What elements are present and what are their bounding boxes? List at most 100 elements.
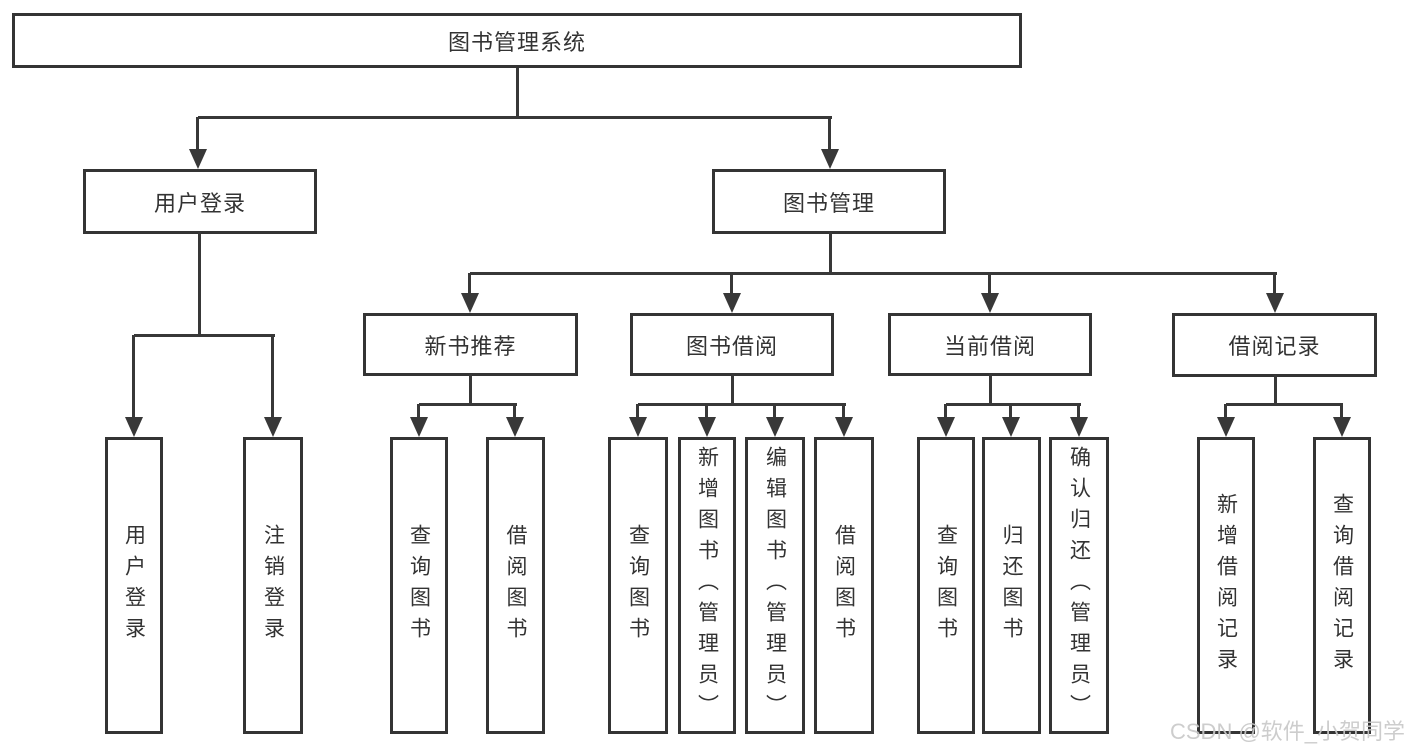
connector-line <box>636 404 639 423</box>
node-leaf-add-books-admin: 新增图书（管理员） <box>678 437 736 734</box>
connector-line <box>828 117 831 155</box>
arrowhead-down-icon <box>1002 417 1020 437</box>
connector-arrow <box>766 404 784 437</box>
arrowhead-down-icon <box>766 417 784 437</box>
arrowhead-down-icon <box>506 417 524 437</box>
connector-line <box>1226 403 1343 406</box>
node-label: 借阅记录 <box>1228 334 1321 359</box>
connector-line <box>468 273 471 299</box>
node-leaf-borrow-books-newbook: 借阅图书 <box>486 437 545 734</box>
node-label: 新增借阅记录 <box>1214 492 1238 679</box>
node-label: 用户登录 <box>153 190 246 216</box>
arrowhead-down-icon <box>629 417 647 437</box>
connector-line <box>944 404 947 423</box>
connector-line <box>1273 273 1276 299</box>
csdn-watermark: CSDN @软件_小贺同学 <box>1170 719 1405 744</box>
connector-line <box>988 273 991 299</box>
node-label: 查询借阅记录 <box>1330 492 1354 679</box>
arrowhead-down-icon <box>1266 293 1284 313</box>
node-book-borrowing: 图书借阅 <box>630 313 834 376</box>
connector-line <box>516 68 519 118</box>
arrowhead-down-icon <box>937 417 955 437</box>
connector-line <box>829 232 832 275</box>
connector-line <box>946 403 1081 406</box>
connector-arrow <box>264 335 282 437</box>
arrowhead-down-icon <box>1070 417 1088 437</box>
arrowhead-down-icon <box>981 293 999 313</box>
arrowhead-down-icon <box>723 293 741 313</box>
connector-line <box>198 232 201 336</box>
connector-line <box>513 404 516 423</box>
connector-arrow <box>189 117 207 169</box>
node-label: 新增图书（管理员） <box>695 446 719 725</box>
arrowhead-down-icon <box>189 149 207 169</box>
arrowhead-down-icon <box>835 417 853 437</box>
connector-arrow <box>698 404 716 437</box>
node-library-management-system: 图书管理系统 <box>12 13 1022 68</box>
arrowhead-down-icon <box>125 417 143 437</box>
node-label: 查询图书 <box>626 523 650 648</box>
node-label: 确认归还（管理员） <box>1067 446 1091 725</box>
connector-arrow <box>1070 404 1088 437</box>
node-label: 图书管理 <box>782 190 875 216</box>
connector-line <box>638 403 846 406</box>
arrowhead-down-icon <box>821 149 839 169</box>
connector-line <box>1077 404 1080 423</box>
node-label: 注销登录 <box>261 523 285 648</box>
node-label: 当前借阅 <box>943 333 1036 359</box>
node-label: 用户登录 <box>122 523 146 648</box>
connector-line <box>417 404 420 423</box>
arrowhead-down-icon <box>264 417 282 437</box>
connector-line <box>1224 404 1227 423</box>
connector-arrow <box>461 273 479 313</box>
connector-line <box>1009 404 1012 423</box>
node-leaf-query-books-newbook: 查询图书 <box>390 437 448 734</box>
connector-line <box>1274 375 1277 406</box>
connector-line <box>705 404 708 423</box>
connector-line <box>989 374 992 406</box>
connector-line <box>132 335 135 423</box>
node-label: 图书管理系统 <box>447 29 586 55</box>
node-leaf-logout: 注销登录 <box>243 437 303 734</box>
connector-arrow <box>629 404 647 437</box>
connector-line <box>196 117 199 155</box>
node-current-borrowing: 当前借阅 <box>888 313 1092 376</box>
connector-line <box>419 403 517 406</box>
connector-line <box>731 374 734 406</box>
node-new-book-recommend: 新书推荐 <box>363 313 578 376</box>
node-leaf-edit-books-admin: 编辑图书（管理员） <box>745 437 805 734</box>
connector-line <box>271 335 274 423</box>
connector-line <box>470 272 1277 275</box>
connector-arrow <box>835 404 853 437</box>
arrowhead-down-icon <box>698 417 716 437</box>
node-label: 查询图书 <box>407 523 431 648</box>
node-leaf-query-books-current: 查询图书 <box>917 437 975 734</box>
connector-line <box>730 273 733 299</box>
arrowhead-down-icon <box>1333 417 1351 437</box>
node-label: 借阅图书 <box>832 523 856 648</box>
connector-arrow <box>1217 404 1235 437</box>
node-book-management: 图书管理 <box>712 169 946 234</box>
connector-arrow <box>506 404 524 437</box>
arrowhead-down-icon <box>410 417 428 437</box>
arrowhead-down-icon <box>1217 417 1235 437</box>
node-leaf-add-borrow-record: 新增借阅记录 <box>1197 437 1255 734</box>
node-borrow-records: 借阅记录 <box>1172 313 1377 377</box>
node-leaf-user-login: 用户登录 <box>105 437 163 734</box>
connector-arrow <box>723 273 741 313</box>
connector-arrow <box>1002 404 1020 437</box>
node-label: 编辑图书（管理员） <box>763 446 787 725</box>
connector-arrow <box>1333 404 1351 437</box>
connector-arrow <box>125 335 143 437</box>
node-leaf-confirm-return-admin: 确认归还（管理员） <box>1049 437 1109 734</box>
connector-arrow <box>410 404 428 437</box>
node-user-login: 用户登录 <box>83 169 317 234</box>
node-label: 查询图书 <box>934 523 958 648</box>
node-leaf-query-borrow-record: 查询借阅记录 <box>1313 437 1371 734</box>
connector-arrow <box>937 404 955 437</box>
node-label: 新书推荐 <box>424 333 517 359</box>
connector-arrow <box>1266 273 1284 313</box>
connector-line <box>469 374 472 406</box>
connector-line <box>198 116 832 119</box>
